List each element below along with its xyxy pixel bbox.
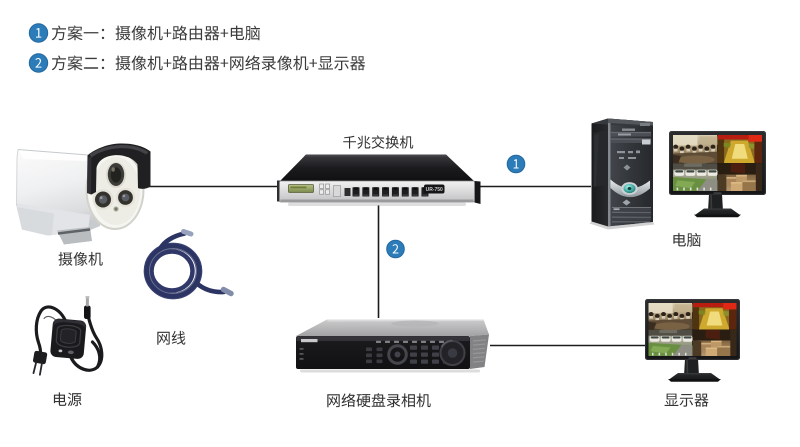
svg-text:UR-750: UR-750	[426, 187, 443, 193]
